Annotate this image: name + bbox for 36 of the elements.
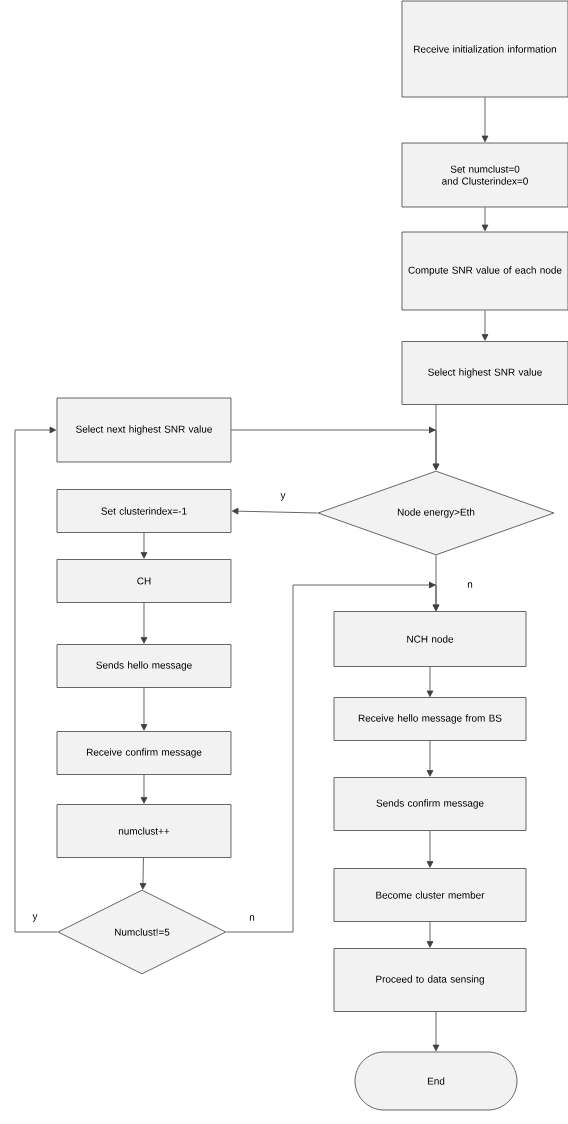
- arrow: [481, 207, 489, 232]
- process-box: Sends confirm message: [333, 777, 527, 831]
- arrow: [140, 687, 148, 731]
- process-box: Receive confirm message: [56, 731, 232, 775]
- process-box: Receive hello message from BS: [333, 697, 527, 741]
- edge-label: n: [467, 582, 473, 588]
- process-box: Select highest SNR value: [401, 341, 568, 405]
- arrow: [426, 666, 434, 697]
- process-box: CH: [56, 559, 232, 603]
- process-box: NCH node: [333, 611, 527, 667]
- process-box: Compute SNR value of each node: [401, 231, 568, 311]
- process-box: Select next highest SNR value: [56, 397, 232, 463]
- edge-label: n: [249, 915, 255, 921]
- arrow: [426, 921, 434, 948]
- edge-label: y: [280, 493, 286, 501]
- arrow: [231, 507, 318, 515]
- process-box: Set clusterindex=-1: [56, 489, 232, 533]
- process-box: Sends hello message: [56, 644, 232, 688]
- arrow: [231, 429, 440, 471]
- edge-label: y: [32, 914, 38, 922]
- arrow: [139, 857, 147, 890]
- arrow: [140, 602, 148, 644]
- process-box: Proceed to data sensing: [333, 948, 527, 1012]
- process-box: Receive initialization information: [401, 0, 568, 98]
- process-box: Become cluster member: [333, 868, 527, 922]
- process-box: Set numclust=0 and Clusterindex=0: [401, 142, 568, 208]
- arrow: [426, 740, 434, 777]
- arrow: [14, 426, 58, 933]
- arrow: [481, 310, 489, 341]
- arrow: [432, 1011, 440, 1052]
- process-box: numclust++: [56, 804, 232, 858]
- arrow: [426, 830, 434, 868]
- arrow: [226, 584, 440, 933]
- arrow: [140, 532, 148, 559]
- arrow: [481, 97, 489, 143]
- arrow: [140, 774, 148, 804]
